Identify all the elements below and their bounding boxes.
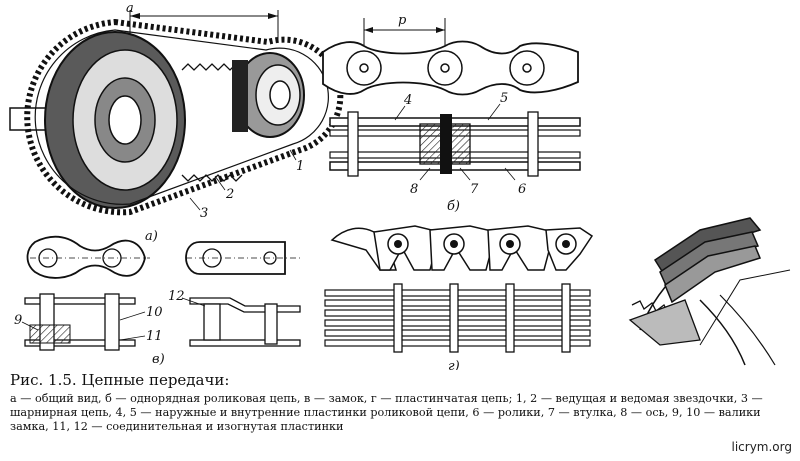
label-7: 7 xyxy=(470,182,479,197)
label-1: 1 xyxy=(296,159,304,174)
plate-chain-view: г) xyxy=(324,225,594,370)
figure-caption: Рис. 1.5. Цепные передачи: а — общий вид… xyxy=(10,371,800,434)
label-10: 10 xyxy=(146,305,163,320)
chain-drive-general-view: a 1 2 3 а) xyxy=(9,1,344,244)
caption-body: а — общий вид, б — однорядная роликовая … xyxy=(10,392,763,433)
subfig-a-label: а) xyxy=(145,229,158,244)
label-11: 11 xyxy=(146,329,163,344)
label-5: 5 xyxy=(500,91,508,106)
caption-title: Рис. 1.5. Цепные передачи: xyxy=(10,371,230,389)
label-3: 3 xyxy=(200,206,208,221)
dim-p-label: p xyxy=(398,13,407,28)
label-8: 8 xyxy=(410,182,418,197)
site-watermark: licrym.org xyxy=(731,440,793,454)
figure-drawing: a 1 2 3 а) p 4 5 xyxy=(9,1,791,370)
label-4: 4 xyxy=(403,93,412,108)
chain-lock-view: 9 10 11 12 в) xyxy=(14,235,301,367)
subfig-v-label: в) xyxy=(152,352,165,367)
plate-chain-3d-view xyxy=(628,217,791,366)
label-6: 6 xyxy=(518,182,526,197)
label-12: 12 xyxy=(168,289,185,304)
dim-a-label: a xyxy=(126,1,134,16)
roller-chain-view: p 4 5 8 7 6 б) xyxy=(322,13,581,214)
subfig-g-label: г) xyxy=(448,359,460,370)
label-2: 2 xyxy=(225,187,234,202)
label-9: 9 xyxy=(14,313,22,328)
subfig-b-label: б) xyxy=(447,199,460,214)
